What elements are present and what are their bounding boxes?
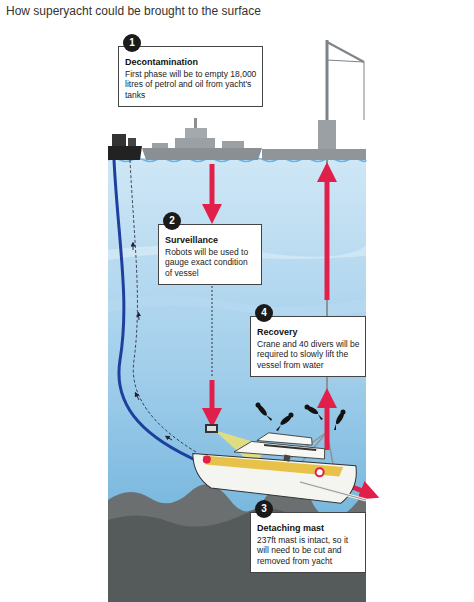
lift-cable (326, 160, 328, 432)
yacht-mast (300, 482, 366, 500)
step-heading: Detaching mast (257, 523, 360, 534)
step-heading: Recovery (257, 327, 360, 338)
callout-number: 1 (123, 34, 141, 52)
step-description: Robots will be used to gauge exact condi… (165, 247, 256, 279)
callout-number: 4 (255, 304, 273, 322)
callout-number: 2 (163, 212, 181, 230)
diagram-title: How superyacht could be brought to the s… (6, 4, 261, 18)
robot-tether (212, 282, 213, 378)
support-ship (142, 118, 262, 160)
crane-barge (262, 40, 366, 160)
flow-direction (130, 160, 196, 452)
sunken-yacht (187, 414, 363, 517)
pump-barge (108, 134, 142, 160)
step-box: 4RecoveryCrane and 40 divers will be req… (250, 316, 366, 377)
survey-robot (205, 424, 218, 433)
step-box: 2SurveillanceRobots will be used to gaug… (158, 224, 262, 285)
step-description: Crane and 40 divers will be required to … (257, 339, 360, 371)
sea-water (108, 158, 366, 602)
diver (256, 403, 346, 432)
step-box: 1DecontaminationFirst phase will be to e… (118, 46, 263, 107)
direction-arrow (212, 164, 370, 494)
step-description: First phase will be to empty 18,000 litr… (125, 69, 257, 101)
step-box: 3Detaching mast237ft mast is intact, so … (250, 512, 366, 573)
fuel-hose (114, 160, 200, 462)
step-description: 237ft mast is intact, so it will need to… (257, 535, 360, 567)
step-heading: Surveillance (165, 235, 256, 246)
callout-number: 3 (255, 500, 273, 518)
step-heading: Decontamination (125, 57, 257, 68)
